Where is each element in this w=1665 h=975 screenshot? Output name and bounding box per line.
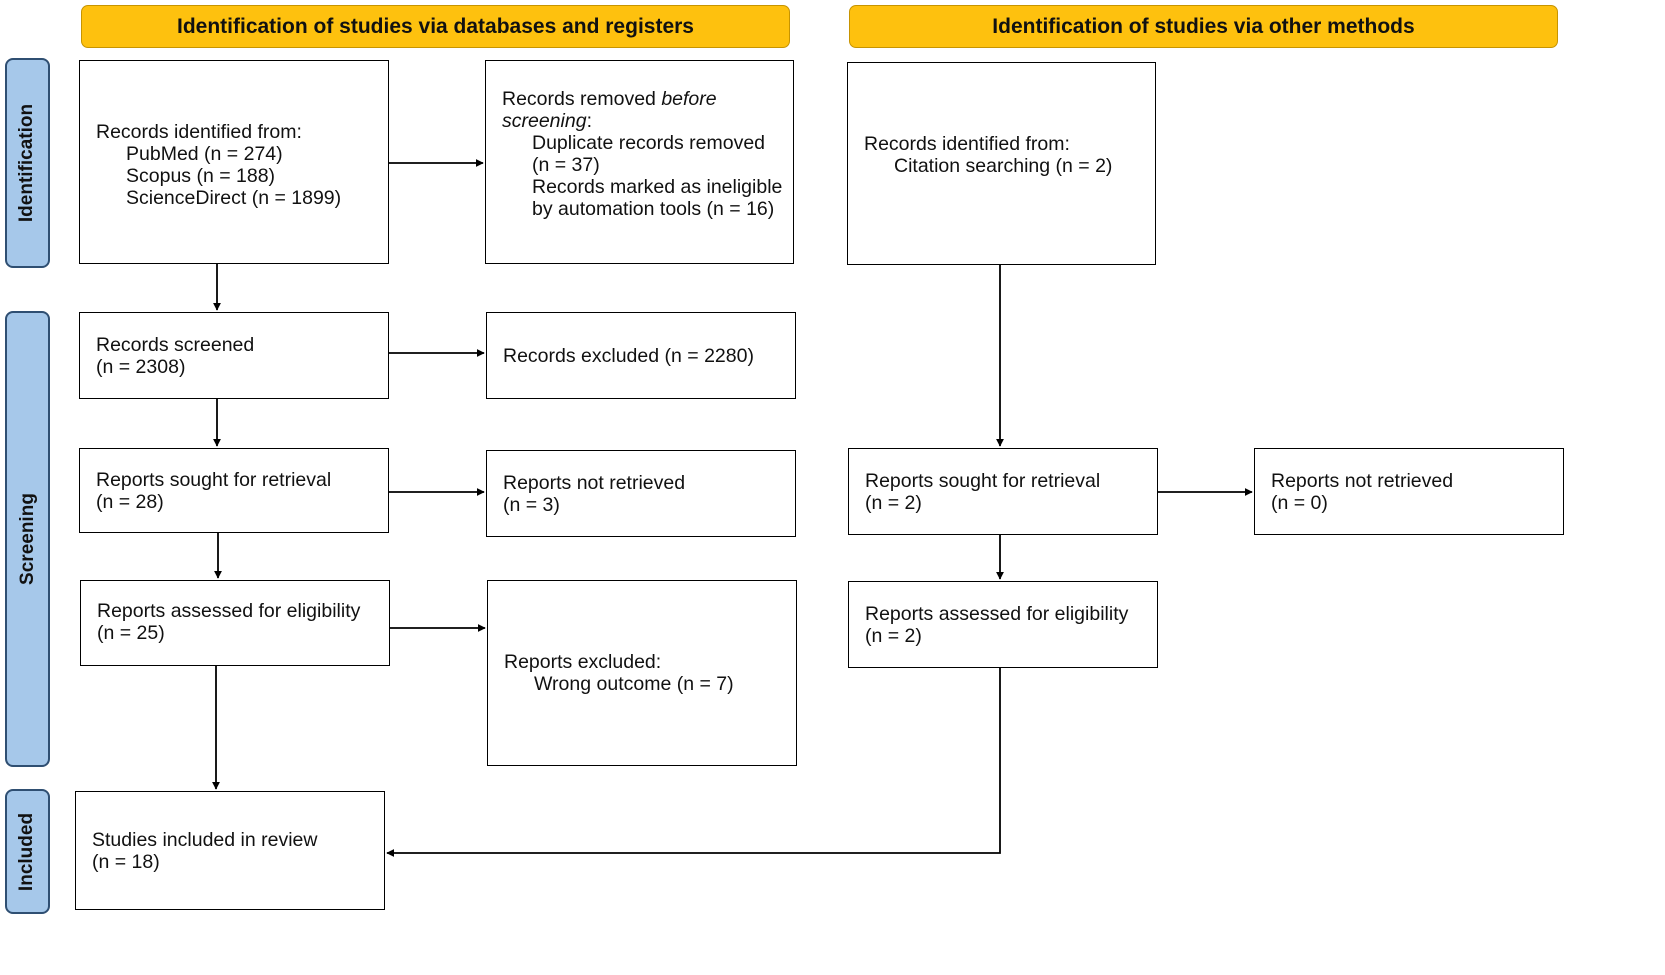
other-methods-header: Identification of studies via other meth… (849, 5, 1558, 48)
db-removed-title-prefix: Records removed (502, 88, 662, 110)
db-reports-sought-box: Reports sought for retrieval (n = 28) (79, 448, 389, 533)
db-not-retrieved-title: Reports not retrieved (503, 471, 686, 494)
other-sought-n: (n = 2) (865, 491, 922, 514)
db-screened-n: (n = 2308) (96, 355, 186, 378)
db-source-sciencedirect: ScienceDirect (n = 1899) (126, 187, 342, 209)
db-records-removed-box: Records removed before screening: Duplic… (485, 60, 794, 264)
other-reports-not-retrieved-box: Reports not retrieved (n = 0) (1254, 448, 1564, 535)
phase-included: Included (5, 789, 50, 914)
db-reports-excluded-title: Reports excluded: (504, 651, 662, 673)
other-reports-sought-box: Reports sought for retrieval (n = 2) (848, 448, 1158, 535)
db-reports-excluded-box: Reports excluded: Wrong outcome (n = 7) (487, 580, 797, 766)
other-not-retrieved-n: (n = 0) (1271, 491, 1328, 514)
databases-header: Identification of studies via databases … (81, 5, 790, 48)
db-assessed-n: (n = 25) (97, 622, 165, 644)
db-records-excluded-box: Records excluded (n = 2280) (486, 312, 796, 399)
db-identified-title: Records identified from: (96, 121, 302, 143)
other-records-identified-box: Records identified from: Citation search… (847, 62, 1156, 265)
other-assessed-title: Reports assessed for eligibility (865, 602, 1129, 625)
other-sought-title: Reports sought for retrieval (865, 469, 1101, 492)
db-assessed-title: Reports assessed for eligibility (97, 600, 361, 622)
db-not-retrieved-n: (n = 3) (503, 493, 560, 516)
other-identified-item-1: Citation searching (n = 2) (894, 155, 1113, 177)
arrow-other-assessed-to-included (386, 668, 1001, 857)
db-sought-title: Reports sought for retrieval (96, 468, 332, 491)
db-removed-title-em-1: before (661, 88, 717, 110)
db-reports-assessed-box: Reports assessed for eligibility (n = 25… (80, 580, 390, 666)
phase-screening: Screening (5, 311, 50, 767)
db-screened-title: Records screened (96, 333, 255, 356)
db-removed-title-suffix: : (586, 110, 592, 132)
db-removed-item-2: (n = 37) (532, 154, 600, 176)
included-title: Studies included in review (92, 828, 318, 851)
db-removed-title: Records removed before (502, 88, 793, 110)
db-source-scopus: Scopus (n = 188) (126, 165, 276, 187)
other-assessed-n: (n = 2) (865, 624, 922, 647)
studies-included-box: Studies included in review (n = 18) (75, 791, 385, 910)
db-records-screened-box: Records screened (n = 2308) (79, 312, 389, 399)
db-removed-item-1: Duplicate records removed (532, 132, 766, 154)
db-excluded-title: Records excluded (n = 2280) (503, 344, 754, 367)
db-records-identified-box: Records identified from: PubMed (n = 274… (79, 60, 389, 264)
db-removed-title-line2: screening: (502, 110, 793, 132)
db-source-pubmed: PubMed (n = 274) (126, 143, 283, 165)
other-not-retrieved-title: Reports not retrieved (1271, 469, 1454, 492)
other-identified-title: Records identified from: (864, 133, 1070, 155)
db-removed-item-4: by automation tools (n = 16) (532, 198, 775, 220)
db-reports-excluded-item-1: Wrong outcome (n = 7) (534, 673, 734, 695)
other-reports-assessed-box: Reports assessed for eligibility (n = 2) (848, 581, 1158, 668)
db-removed-item-3: Records marked as ineligible (532, 176, 783, 198)
db-removed-title-em-2: screening (502, 110, 587, 132)
db-reports-not-retrieved-box: Reports not retrieved (n = 3) (486, 450, 796, 537)
db-sought-n: (n = 28) (96, 490, 164, 513)
included-n: (n = 18) (92, 850, 160, 873)
phase-identification: Identification (5, 58, 50, 268)
